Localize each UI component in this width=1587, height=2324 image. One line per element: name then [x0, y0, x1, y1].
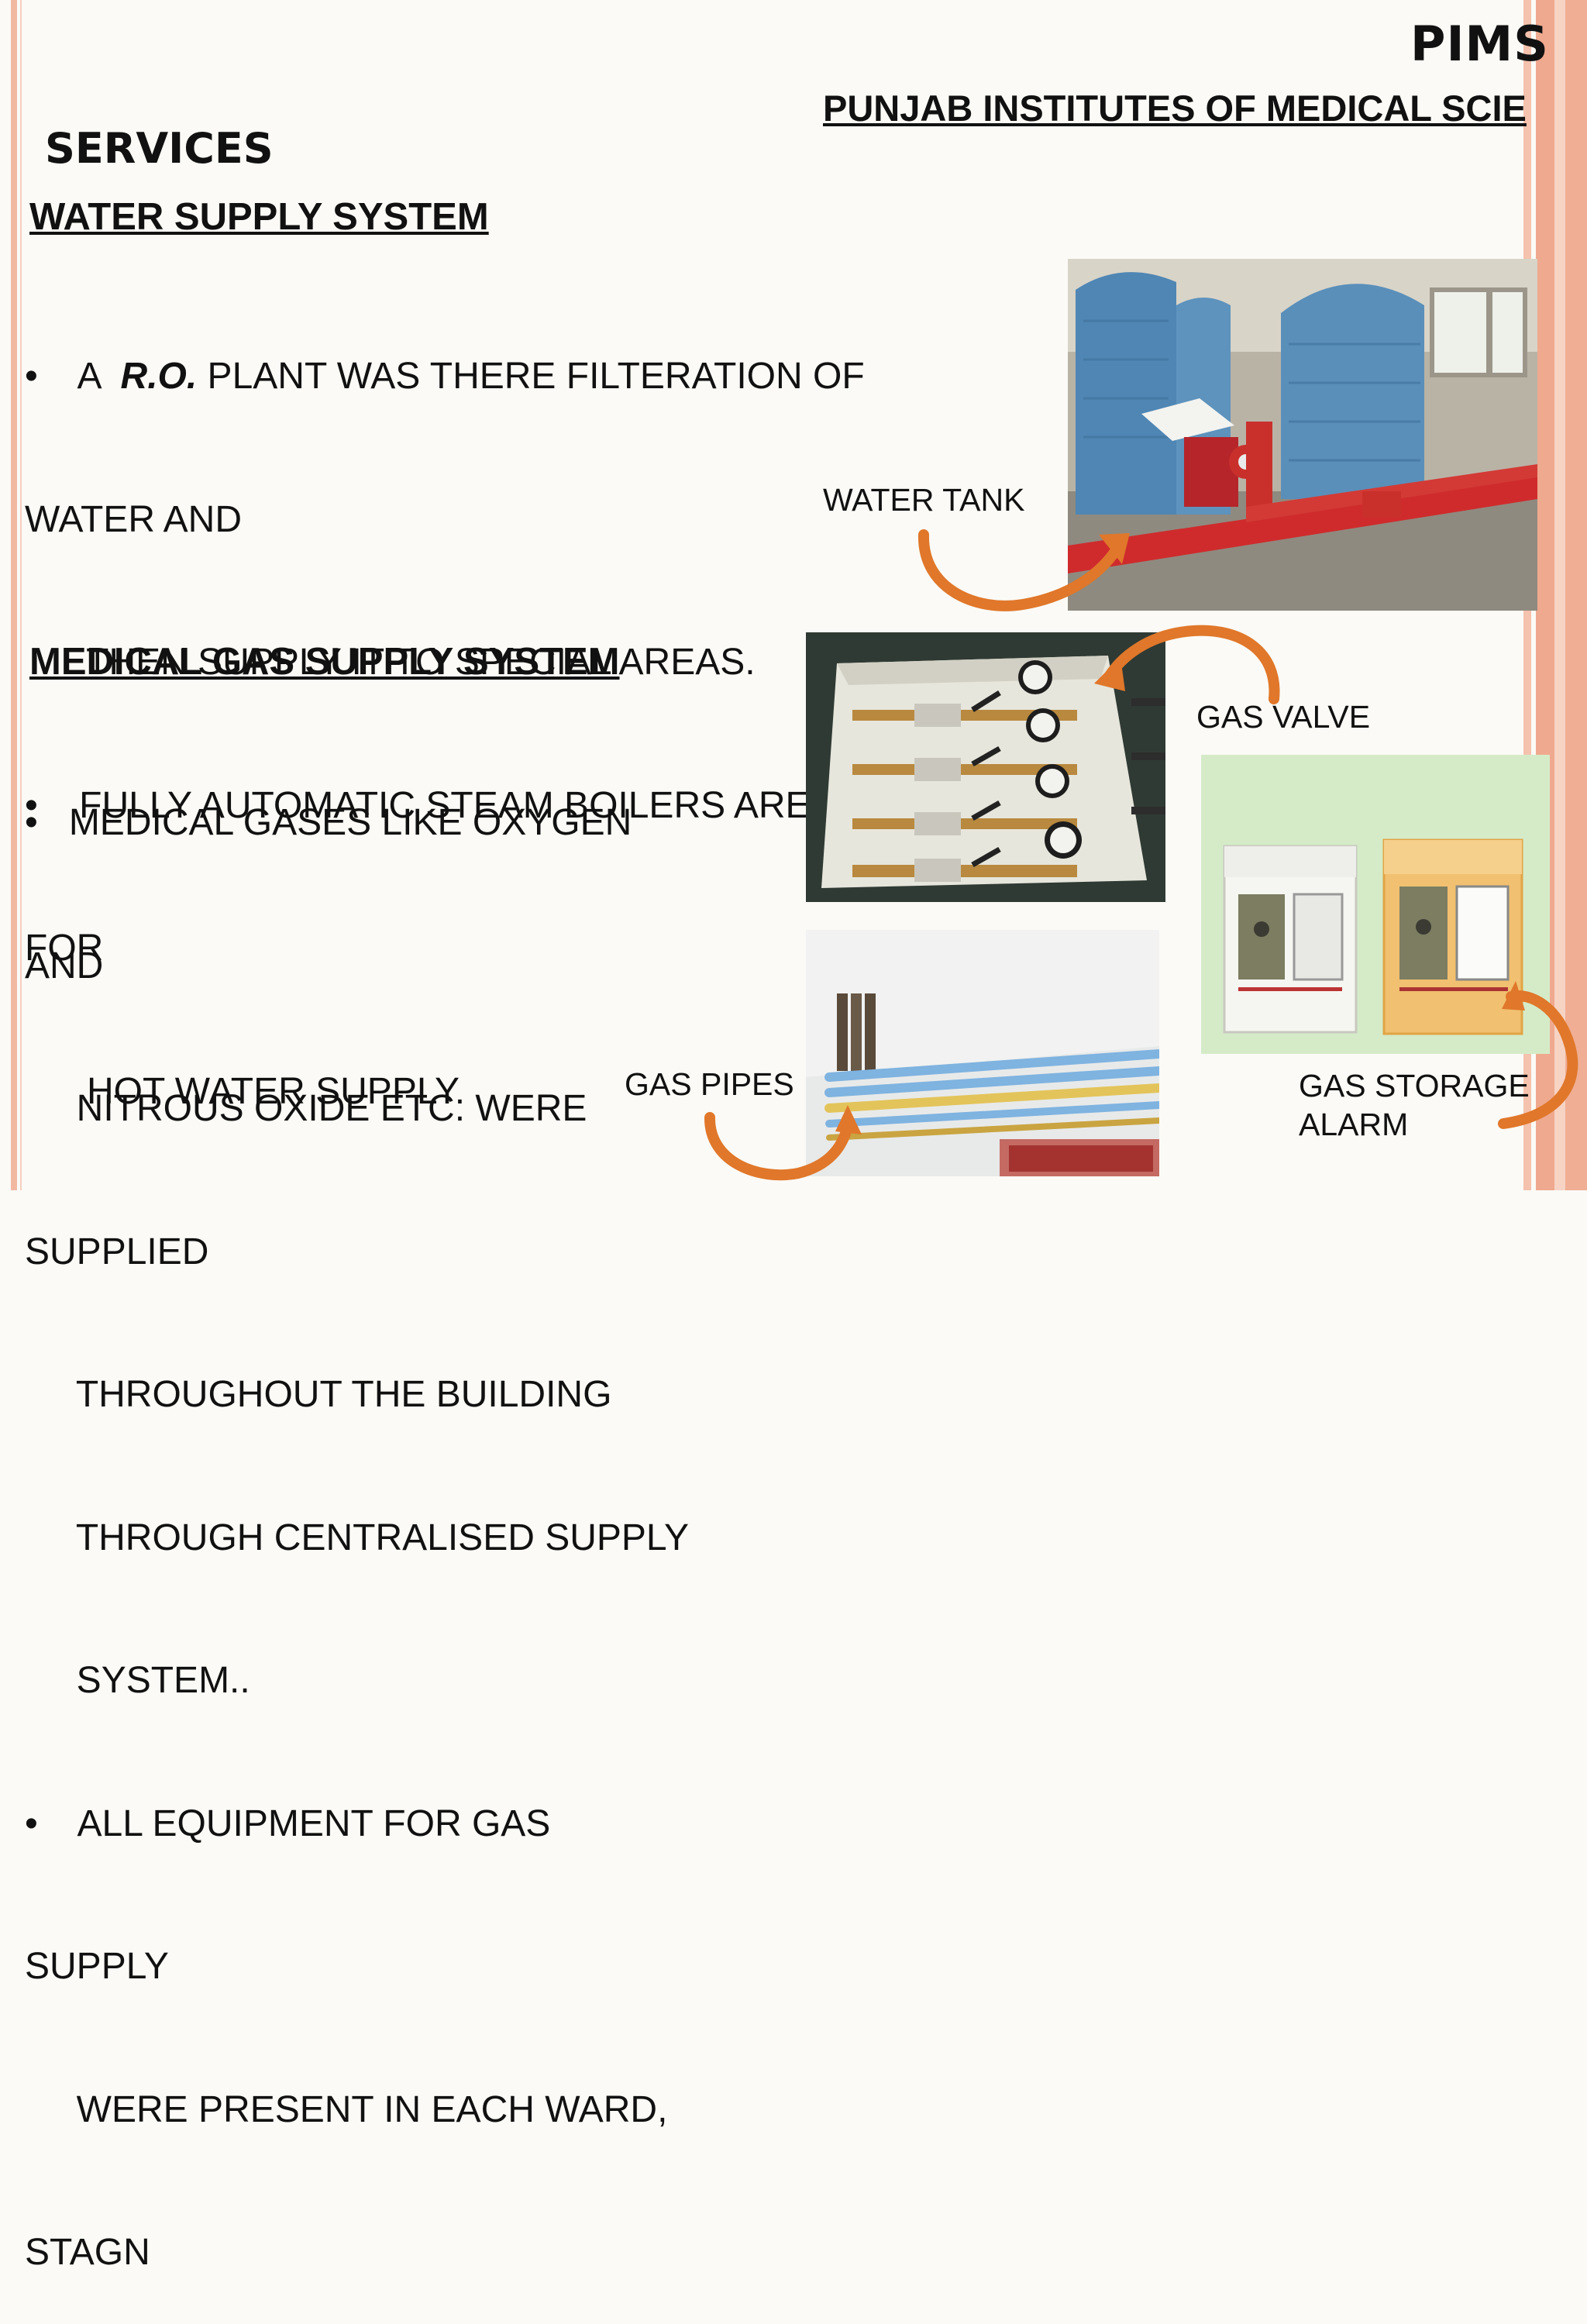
water-tank-caption: WATER TANK — [823, 482, 1025, 518]
water-line-5: FOR — [25, 928, 104, 969]
medical-gas-heading: MEDICAL GAS SUPPLY SYSTEM — [29, 641, 620, 683]
left-border-stripe — [11, 0, 17, 1190]
gas-line-4: SUPPLIED — [25, 1231, 209, 1272]
gas-valve-caption: GAS VALVE — [1196, 699, 1371, 735]
water-supply-text: • A R.O. PLANT WAS THERE FILTERATION OF … — [25, 257, 946, 1163]
medical-gas-text: • MEDICAL GASES LIKE OXYGEN AND NITROUS … — [25, 704, 689, 2324]
pims-logo: PIMS — [1410, 15, 1549, 72]
gas-line-8: • ALL EQUIPMENT FOR GAS — [25, 1802, 551, 1844]
water-tank-photo — [1068, 259, 1537, 611]
services-title: SERVICES — [45, 124, 274, 173]
water-line-3: THEN SUPPLY IT TO SPECIAL AREAS. — [25, 642, 756, 683]
gas-storage-alarm-caption: GAS STORAGE ALARM — [1299, 1066, 1530, 1144]
gas-line-5: THROUGHOUT THE BUILDING — [25, 1374, 612, 1415]
water-tank-illustration — [1068, 259, 1537, 611]
gas-pipes-caption: GAS PIPES — [625, 1066, 794, 1102]
gas-valve-photo — [806, 632, 1165, 902]
gas-line-9: SUPPLY — [25, 1946, 169, 1987]
water-supply-heading: WATER SUPPLY SYSTEM — [29, 196, 489, 238]
gas-storage-caption-line-2: ALARM — [1299, 1107, 1409, 1142]
water-line-1: • A R.O. PLANT WAS THERE FILTERATION OF — [25, 356, 865, 397]
gas-line-1: • MEDICAL GASES LIKE OXYGEN — [25, 802, 632, 843]
alarm-panel-right — [1382, 838, 1523, 1035]
gas-pipes-illustration — [806, 930, 1159, 1176]
valve-rows — [852, 690, 1077, 882]
gas-storage-alarm-illustration — [1201, 755, 1550, 1054]
gas-line-10: WERE PRESENT IN EACH WARD, — [25, 2088, 668, 2130]
gas-valve-illustration — [806, 632, 1165, 902]
gas-line-3: NITROUS OXIDE ETC. WERE — [25, 1088, 587, 1129]
gas-line-6: THROUGH CENTRALISED SUPPLY — [25, 1517, 690, 1558]
gas-storage-caption-line-1: GAS STORAGE — [1299, 1068, 1530, 1103]
water-line-6: HOT WATER SUPPLY. — [25, 1070, 466, 1112]
pressure-gauges — [1018, 660, 1082, 859]
gas-storage-alarm-photo — [1201, 755, 1550, 1054]
gas-line-7: SYSTEM.. — [25, 1660, 250, 1701]
left-border-line — [20, 0, 22, 1190]
gas-pipes-photo — [806, 930, 1159, 1176]
institution-name: PUNJAB INSTITUTES OF MEDICAL SCIE — [823, 88, 1527, 129]
alarm-panel-left — [1223, 845, 1358, 1034]
water-line-2: WATER AND — [25, 498, 243, 540]
gas-line-11: STAGN — [25, 2232, 150, 2273]
gas-line-2: AND — [25, 945, 104, 986]
